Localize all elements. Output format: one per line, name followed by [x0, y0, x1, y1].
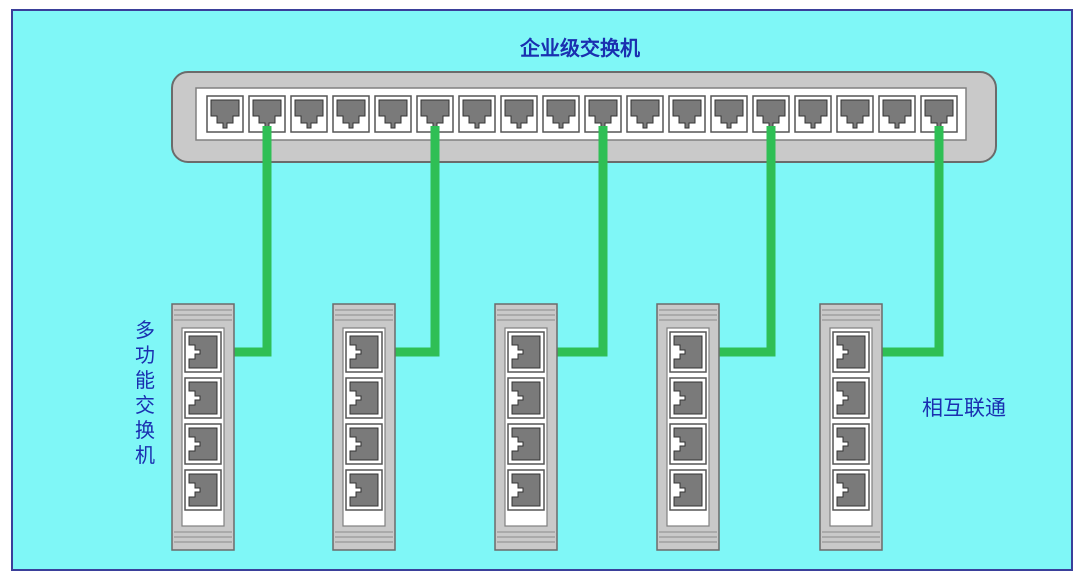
edge-port-jack — [673, 427, 703, 461]
core-port — [248, 95, 286, 133]
edge-port-jack — [511, 473, 541, 507]
edge-port-jack — [836, 381, 866, 415]
core-port-jack — [714, 99, 744, 129]
edge-port-jack — [511, 335, 541, 369]
core-port-jack — [546, 99, 576, 129]
edge-port-jack — [188, 427, 218, 461]
edge-port-jack — [511, 381, 541, 415]
core-port-jack — [840, 99, 870, 129]
core-port-jack — [294, 99, 324, 129]
core-port-jack — [504, 99, 534, 129]
interconnect-label: 相互联通 — [922, 396, 1006, 420]
core-port-jack — [630, 99, 660, 129]
core-port — [668, 95, 706, 133]
core-port — [500, 95, 538, 133]
edge-switch — [819, 303, 883, 551]
core-port — [626, 95, 664, 133]
edge-port-jack — [188, 473, 218, 507]
edge-port-jack — [188, 335, 218, 369]
core-port-jack — [882, 99, 912, 129]
edge-switch — [332, 303, 396, 551]
edge-port-jack — [673, 335, 703, 369]
core-port — [878, 95, 916, 133]
edge-port-jack — [836, 427, 866, 461]
edge-port-jack — [511, 427, 541, 461]
core-port-jack — [672, 99, 702, 129]
core-port-jack — [378, 99, 408, 129]
edge-switch — [171, 303, 235, 551]
edge-port-jack — [188, 381, 218, 415]
core-port — [374, 95, 412, 133]
edge-port-jack — [673, 381, 703, 415]
core-switch — [171, 71, 997, 163]
core-port — [836, 95, 874, 133]
edge-port-jack — [673, 473, 703, 507]
edge-switch — [494, 303, 558, 551]
uplink-cable — [697, 126, 776, 357]
edge-port-jack — [349, 381, 379, 415]
edge-switch — [656, 303, 720, 551]
edge-port-jack — [836, 473, 866, 507]
core-port-jack — [462, 99, 492, 129]
core-port — [290, 95, 328, 133]
core-port-jack — [336, 99, 366, 129]
core-port-jack — [210, 99, 240, 129]
core-port — [458, 95, 496, 133]
edge-switch-group — [171, 303, 883, 551]
edge-port-jack — [836, 335, 866, 369]
edge-port-jack — [349, 427, 379, 461]
core-switch-label: 企业级交换机 — [520, 36, 640, 60]
core-port — [794, 95, 832, 133]
edge-port-jack — [349, 335, 379, 369]
edge-port-jack — [349, 473, 379, 507]
core-port — [206, 95, 244, 133]
core-port — [710, 95, 748, 133]
core-port — [332, 95, 370, 133]
core-port — [542, 95, 580, 133]
core-port-jack — [798, 99, 828, 129]
uplink-cable — [860, 126, 944, 357]
multifunction-switch-label: 多功能交换机 — [135, 318, 155, 467]
